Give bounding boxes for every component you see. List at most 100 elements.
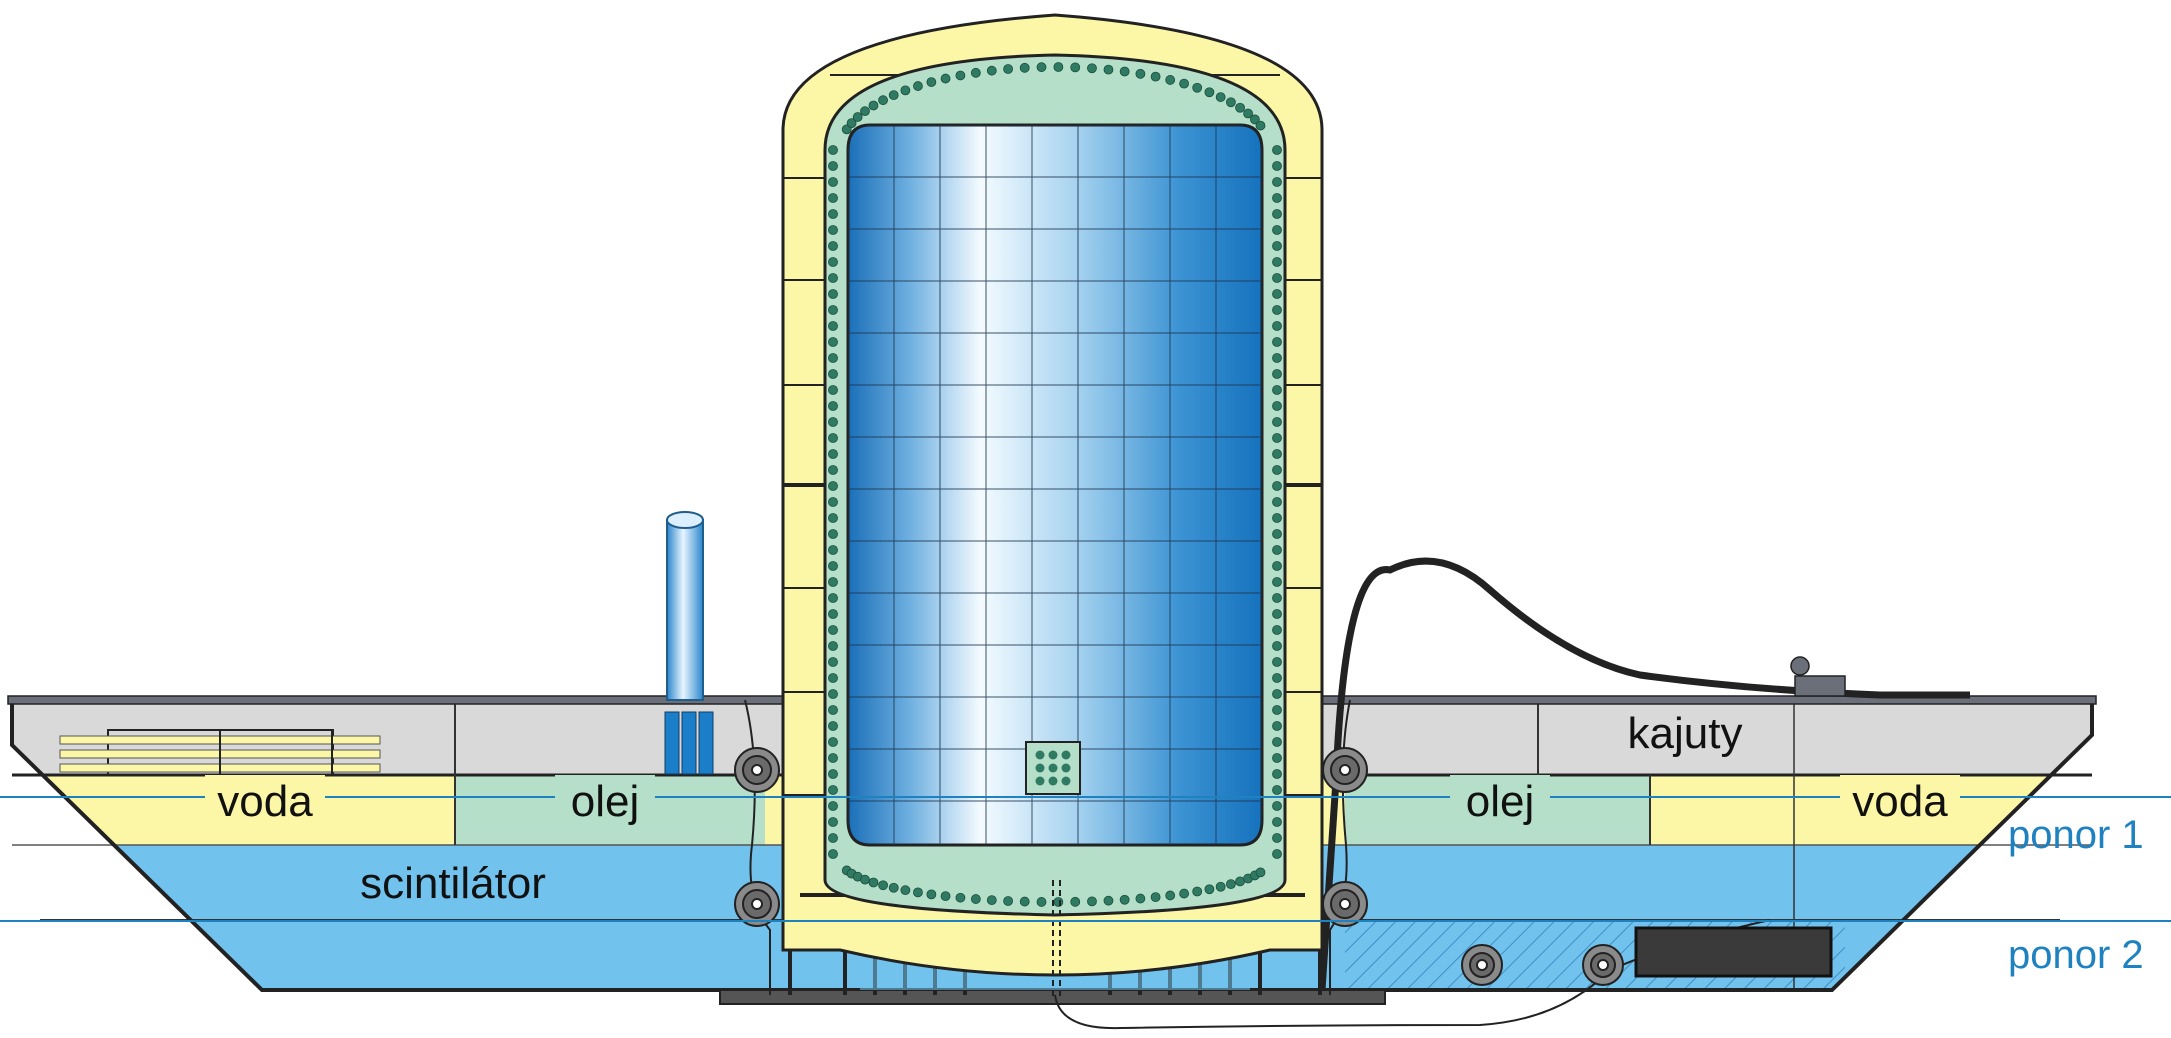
pmt-dot <box>860 874 870 885</box>
pmt-dot <box>828 289 838 299</box>
pmt-dot <box>913 887 923 898</box>
pmt-dot <box>852 112 863 122</box>
pmt-dot <box>868 877 879 888</box>
pmt-dot <box>1272 417 1282 427</box>
pmt-dot <box>878 880 888 891</box>
pmt-dot <box>1272 817 1282 827</box>
pmt-dot <box>1272 625 1282 635</box>
scintillator-cylinder <box>846 123 1264 847</box>
pmt-dot <box>828 417 838 427</box>
pmt-dot <box>1135 68 1146 79</box>
pmt-dot <box>828 353 838 363</box>
pmt-dot <box>1250 114 1260 125</box>
pmt-dot <box>1243 108 1253 119</box>
pmt-dot <box>1135 893 1146 904</box>
pmt-dot <box>828 737 838 747</box>
pmt-dot <box>828 433 838 443</box>
pmt-dot <box>1272 753 1282 763</box>
pmt-dot <box>828 849 838 859</box>
pmt-dot <box>1272 849 1282 859</box>
pmt-dot <box>828 369 838 379</box>
pmt-dot <box>986 65 997 76</box>
pmt-dot <box>1272 769 1282 779</box>
pmt-dot <box>926 889 937 900</box>
pmt-dot <box>1150 71 1161 82</box>
pmt-dot <box>1272 785 1282 795</box>
pmt-dot <box>1272 497 1282 507</box>
pmt-dot <box>1179 78 1189 89</box>
pmt-dot <box>888 90 899 101</box>
pmt-dot <box>1272 305 1282 315</box>
pmt-dot <box>1053 897 1064 907</box>
label-kajuty: kajuty <box>1628 709 1743 758</box>
pmt-dot <box>1272 321 1282 331</box>
pmt-dot <box>846 118 857 129</box>
pmt-dot <box>900 85 911 96</box>
pmt-dot <box>1019 62 1030 73</box>
pmt-dot <box>1272 225 1282 235</box>
pmt-dot <box>828 673 838 683</box>
deck-winch <box>1790 656 1846 697</box>
pmt-dot <box>1003 64 1013 74</box>
pmt-dot <box>1272 593 1282 603</box>
pmt-dot <box>828 657 838 667</box>
pmt-dot <box>1235 102 1245 113</box>
pmt-dot <box>1226 879 1236 890</box>
pmt-dot <box>828 257 838 267</box>
pmt-dot <box>888 882 899 893</box>
pmt-dot <box>828 401 838 411</box>
pmt-dot <box>1272 465 1282 475</box>
pmt-dot <box>1272 161 1282 171</box>
pmt-dot <box>878 95 888 106</box>
pmt-dot <box>828 385 838 395</box>
pmt-dot <box>1272 337 1282 347</box>
pmt-dot <box>1272 385 1282 395</box>
pmt-dot <box>1272 289 1282 299</box>
pmt-dot <box>1150 892 1161 903</box>
pmt-dot <box>828 529 838 539</box>
pmt-dot <box>828 817 838 827</box>
pmt-dot <box>828 449 838 459</box>
pmt-dot <box>1272 545 1282 555</box>
pulleys <box>734 747 1624 986</box>
pmt-dot <box>1272 673 1282 683</box>
pmt-dot <box>1272 801 1282 811</box>
pmt-dot <box>828 609 838 619</box>
pmt-dot <box>1204 884 1215 895</box>
pmt-dot <box>1003 896 1013 906</box>
pmt-dot <box>828 785 838 795</box>
label-olej-right: olej <box>1466 777 1535 826</box>
pmt-dot <box>828 833 838 843</box>
pmt-dot <box>868 100 879 111</box>
pmt-dot <box>828 769 838 779</box>
pmt-dot <box>828 241 838 251</box>
pmt-dot <box>1272 705 1282 715</box>
level-labels: ponor 1 ponor 2 <box>2008 813 2144 977</box>
pmt-dot <box>1272 241 1282 251</box>
pmt-dot <box>828 209 838 219</box>
pmt-dot <box>1070 896 1081 907</box>
pmt-dot <box>1272 513 1282 523</box>
pmt-dot <box>828 497 838 507</box>
pmt-dot <box>1272 257 1282 267</box>
pmt-dot <box>1272 369 1282 379</box>
pmt-dot <box>1272 833 1282 843</box>
pmt-dot <box>828 689 838 699</box>
pmt-dot <box>1192 82 1203 93</box>
pmt-dot <box>1272 273 1282 283</box>
pmt-dot <box>828 145 838 155</box>
pmt-dot <box>940 891 951 902</box>
pmt-dot <box>1255 120 1266 131</box>
pmt-dot <box>1204 87 1215 98</box>
pmt-dot <box>828 705 838 715</box>
pmt-dot <box>955 70 966 81</box>
pmt-dot <box>1272 737 1282 747</box>
pmt-dot <box>1255 867 1266 878</box>
pmt-dot <box>1087 896 1097 907</box>
pmt-dot <box>1272 657 1282 667</box>
pmt-dot <box>970 894 981 904</box>
pmt-dot <box>1272 145 1282 155</box>
pmt-dot <box>1087 63 1097 74</box>
pmt-dot <box>1272 353 1282 363</box>
